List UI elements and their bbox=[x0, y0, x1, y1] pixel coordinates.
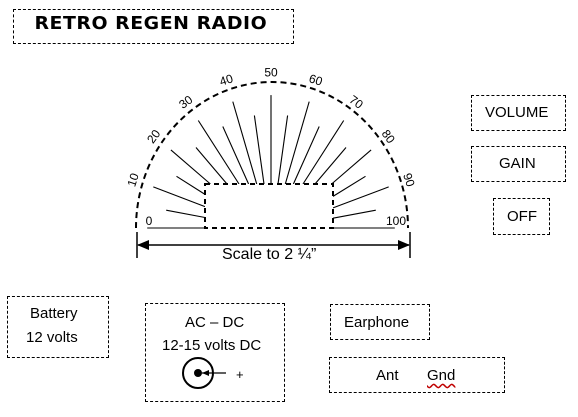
dial-tick bbox=[197, 120, 240, 185]
dial-tick-label: 60 bbox=[307, 71, 324, 89]
battery-label: Battery bbox=[30, 305, 78, 322]
dial-tick bbox=[222, 126, 250, 185]
off-box bbox=[493, 198, 550, 235]
page-title: RETRO REGEN RADIO bbox=[34, 13, 268, 34]
power-jack-pin bbox=[194, 369, 202, 377]
ground-label: Gnd bbox=[427, 367, 456, 384]
title-box bbox=[13, 9, 294, 44]
dial-tick bbox=[176, 175, 206, 195]
dial-tick-label: 10 bbox=[124, 171, 142, 188]
dial-tick bbox=[331, 149, 372, 185]
volume-box bbox=[471, 95, 566, 131]
antenna-label: Ant bbox=[376, 367, 399, 384]
dial-tick bbox=[292, 126, 320, 185]
dial-tick bbox=[253, 115, 265, 185]
dial-tick bbox=[302, 120, 345, 185]
dial-tick-label: 50 bbox=[264, 65, 278, 79]
dial-tick bbox=[166, 209, 206, 219]
dial-window bbox=[204, 183, 334, 229]
power-jack-type: AC – DC bbox=[185, 314, 245, 331]
dial-tick-label: 20 bbox=[144, 127, 163, 146]
gain-label: GAIN bbox=[499, 155, 536, 172]
dial-tick bbox=[314, 147, 347, 185]
power-jack-polarity: + bbox=[236, 367, 244, 382]
dial-tick bbox=[232, 101, 258, 185]
scale-label: Scale to 2 ¼” bbox=[222, 246, 317, 263]
volume-label: VOLUME bbox=[485, 104, 549, 121]
dial-tick bbox=[170, 149, 211, 185]
earphone-box bbox=[330, 304, 430, 340]
dial-arc bbox=[135, 81, 409, 229]
dial-tick bbox=[284, 101, 310, 185]
dial-tick-label: 30 bbox=[176, 92, 195, 111]
dial-tick bbox=[153, 186, 206, 208]
earphone-label: Earphone bbox=[344, 314, 410, 331]
dial-tick-marks bbox=[147, 95, 395, 229]
battery-box bbox=[7, 296, 109, 358]
dial-tick-label: 100 bbox=[386, 214, 406, 228]
power-jack-arrow bbox=[202, 370, 209, 376]
battery-voltage: 12 volts bbox=[26, 329, 78, 346]
dial-tick-label: 80 bbox=[379, 127, 398, 146]
dial-tick bbox=[332, 175, 366, 197]
off-label: OFF bbox=[507, 208, 537, 225]
dial-tick-label: 0 bbox=[146, 214, 153, 228]
dial-tick bbox=[277, 115, 289, 185]
dial-tick bbox=[332, 209, 376, 219]
dial-tick-label: 40 bbox=[218, 71, 235, 89]
antenna-box bbox=[329, 357, 505, 393]
scale-arrow-left bbox=[137, 240, 149, 250]
dial-tick bbox=[332, 186, 389, 209]
power-jack-box bbox=[145, 303, 285, 402]
dial-tick-label: 90 bbox=[400, 171, 418, 188]
power-jack-voltage: 12-15 volts DC bbox=[162, 337, 262, 354]
scale-arrow-right bbox=[398, 240, 410, 250]
dial-tick bbox=[195, 147, 228, 185]
gain-box bbox=[471, 146, 566, 182]
